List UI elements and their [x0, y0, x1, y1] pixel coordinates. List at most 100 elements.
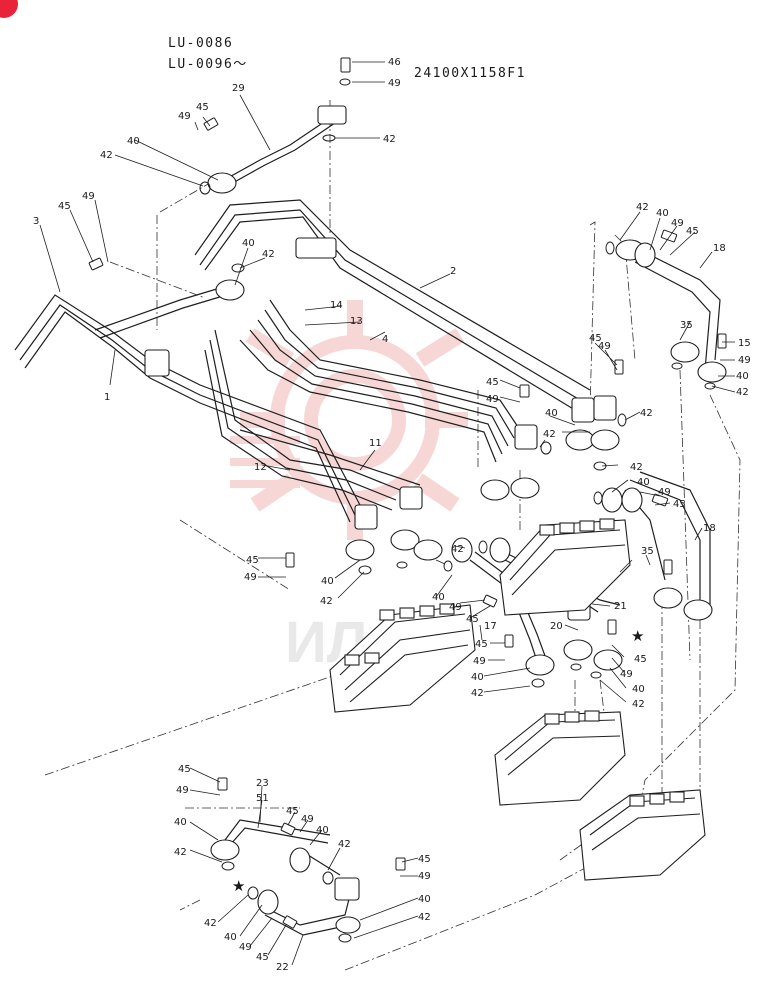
- callout-label: 40: [418, 894, 431, 905]
- callout-label: 45: [286, 806, 299, 817]
- callout-label: 49: [738, 355, 751, 366]
- flange-block-29: [317, 105, 347, 125]
- callout-label: 49: [449, 602, 462, 613]
- callout-label: 46: [388, 57, 401, 68]
- junction-block-left: [144, 349, 170, 377]
- callout-label: 40: [242, 238, 255, 249]
- callout-label: 49: [598, 341, 611, 352]
- callout-label: 40: [545, 408, 558, 419]
- callout-label: 49: [418, 871, 431, 882]
- callout-label: 45: [178, 764, 191, 775]
- callout-label: 14: [330, 300, 343, 311]
- callout-label: 40: [224, 932, 237, 943]
- callout-label: 40: [736, 371, 749, 382]
- callout-label: 42: [632, 699, 645, 710]
- serial-range-line-1: LU-0086: [168, 36, 234, 51]
- callout-label: 45: [466, 614, 479, 625]
- callout-label: 42: [630, 462, 643, 473]
- callout-label: 45: [246, 555, 259, 566]
- callout-label: 20: [550, 621, 563, 632]
- control-valve-lower: [494, 710, 626, 806]
- callout-label: 40: [321, 576, 334, 587]
- callout-label: 40: [316, 825, 329, 836]
- callout-label: 42: [451, 544, 464, 555]
- callout-label: 40: [127, 136, 140, 147]
- callout-label: 12: [254, 462, 267, 473]
- callout-label: 49: [671, 218, 684, 229]
- callout-label: 40: [471, 672, 484, 683]
- star-mark-icon: ★: [232, 877, 245, 895]
- star-mark-icon: ★: [631, 627, 644, 645]
- callout-label: 40: [632, 684, 645, 695]
- control-valve-bodies: [329, 518, 706, 881]
- callout-label: 49: [473, 656, 486, 667]
- callout-label: 51: [256, 793, 269, 804]
- callout-label: 29: [232, 83, 245, 94]
- callout-label: 42: [204, 918, 217, 929]
- control-valve-center: [499, 518, 631, 616]
- callout-label: 45: [589, 333, 602, 344]
- callout-label: 49: [244, 572, 257, 583]
- callout-label: 40: [174, 817, 187, 828]
- callout-label: 2: [450, 266, 456, 277]
- callout-label: 45: [686, 226, 699, 237]
- callout-label: 42: [338, 839, 351, 850]
- serial-range-line-2: LU-0096～: [168, 57, 248, 72]
- callout-label: 45: [634, 654, 647, 665]
- callout-label: 40: [432, 592, 445, 603]
- leader-lines: [39, 61, 736, 966]
- callout-label: 45: [673, 499, 686, 510]
- callout-label: 42: [636, 202, 649, 213]
- callout-label: 49: [301, 814, 314, 825]
- callout-label: 42: [418, 912, 431, 923]
- corner-badge-icon: [0, 0, 18, 18]
- callout-label: 42: [320, 596, 333, 607]
- callout-label: 45: [475, 639, 488, 650]
- callout-label: 3: [33, 216, 39, 227]
- callout-labels: 46 49 42 29 45 49 40 42 3 45 49 40 42 14…: [33, 57, 751, 973]
- callout-label: 11: [369, 438, 382, 449]
- callout-label: 45: [256, 952, 269, 963]
- callout-label: 17: [484, 621, 497, 632]
- callout-label: 13: [350, 316, 363, 327]
- callout-label: 1: [104, 392, 110, 403]
- callout-label: 42: [262, 249, 275, 260]
- control-valve-right: [579, 789, 706, 881]
- callout-label: 18: [713, 243, 726, 254]
- callout-label: 21: [614, 601, 627, 612]
- callout-label: 49: [176, 785, 189, 796]
- callout-label: 35: [641, 546, 654, 557]
- callout-label: 42: [736, 387, 749, 398]
- callout-label: 42: [543, 429, 556, 440]
- callout-label: 15: [738, 338, 751, 349]
- callout-label: 45: [418, 854, 431, 865]
- callout-label: 42: [174, 847, 187, 858]
- callout-label: 42: [383, 134, 396, 145]
- callout-label: 45: [58, 201, 71, 212]
- drawing-number: 24100X1158F1: [414, 66, 526, 81]
- callout-label: 49: [658, 487, 671, 498]
- callout-label: 45: [486, 377, 499, 388]
- callout-label: 49: [82, 191, 95, 202]
- callout-label: 40: [656, 208, 669, 219]
- control-valve-left: [329, 603, 476, 713]
- callout-label: 23: [256, 778, 269, 789]
- callout-label: 35: [680, 320, 693, 331]
- callout-label: 49: [620, 669, 633, 680]
- callout-label: 49: [486, 394, 499, 405]
- callout-label: 22: [276, 962, 289, 973]
- junction-block-top: [295, 237, 337, 259]
- callout-label: 4: [382, 334, 388, 345]
- callout-label: 49: [239, 942, 252, 953]
- callout-label: 42: [100, 150, 113, 161]
- bolts: [88, 57, 727, 929]
- callout-label: 45: [196, 102, 209, 113]
- callout-label: 42: [640, 408, 653, 419]
- callout-label: 42: [471, 688, 484, 699]
- flange-blocks: [144, 105, 727, 934]
- callout-label: 18: [703, 523, 716, 534]
- callout-label: 49: [178, 111, 191, 122]
- callout-label: 49: [388, 78, 401, 89]
